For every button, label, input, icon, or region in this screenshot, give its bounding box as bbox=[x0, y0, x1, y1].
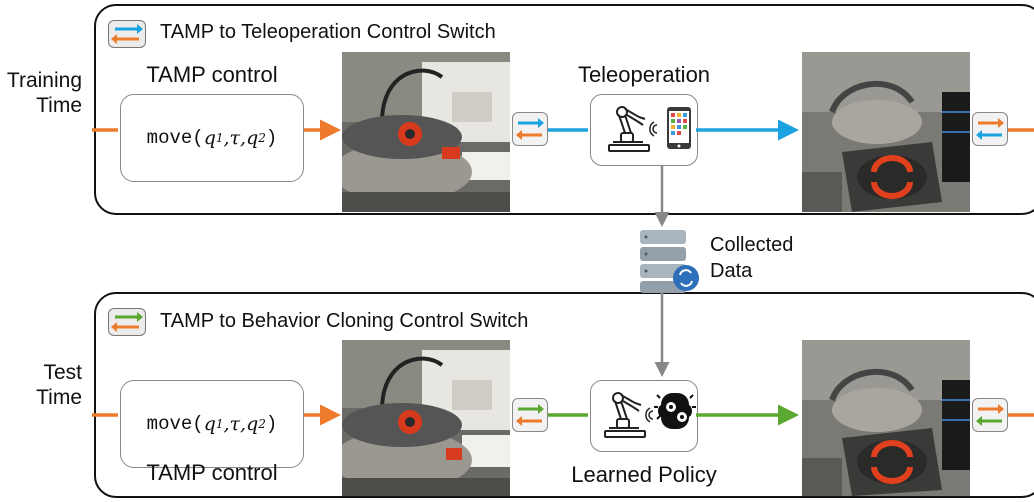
teleoperation-label: Teleoperation bbox=[577, 62, 711, 87]
learned-policy-node-box bbox=[590, 380, 698, 452]
collected-data-label: Collected Data bbox=[710, 234, 794, 282]
training-time-label: Training Time bbox=[6, 69, 82, 117]
teleop-switch-legend-icon bbox=[108, 20, 146, 48]
test-legend-text: TAMP to Behavior Cloning Control Switch bbox=[160, 310, 529, 332]
training-control-switch-icon bbox=[512, 112, 548, 146]
training-robot-photo-end bbox=[802, 52, 970, 212]
brain-gears-icon bbox=[654, 393, 696, 429]
test-return-switch-icon bbox=[972, 398, 1008, 432]
training-return-switch-icon bbox=[972, 112, 1008, 146]
phone-icon bbox=[667, 107, 691, 149]
test-control-switch-icon bbox=[512, 398, 548, 432]
test-tamp-control-label: TAMP control bbox=[146, 460, 278, 485]
wireless-signal-icon bbox=[645, 407, 654, 423]
test-robot-photo-start bbox=[342, 340, 510, 496]
teleoperation-node-box bbox=[590, 94, 698, 166]
database-server-icon bbox=[636, 226, 704, 296]
robot-arm-icon bbox=[604, 392, 646, 438]
wireless-signal-icon bbox=[649, 121, 658, 137]
test-robot-photo-end bbox=[802, 340, 970, 496]
test-time-label: Test Time bbox=[36, 361, 82, 409]
bc-switch-legend-icon bbox=[108, 308, 146, 336]
training-legend-text: TAMP to Teleoperation Control Switch bbox=[160, 21, 496, 43]
training-robot-photo-start bbox=[342, 52, 510, 212]
robot-arm-icon bbox=[608, 106, 650, 152]
learned-policy-label: Learned Policy bbox=[571, 462, 717, 487]
training-tamp-control-label: TAMP control bbox=[146, 62, 278, 87]
